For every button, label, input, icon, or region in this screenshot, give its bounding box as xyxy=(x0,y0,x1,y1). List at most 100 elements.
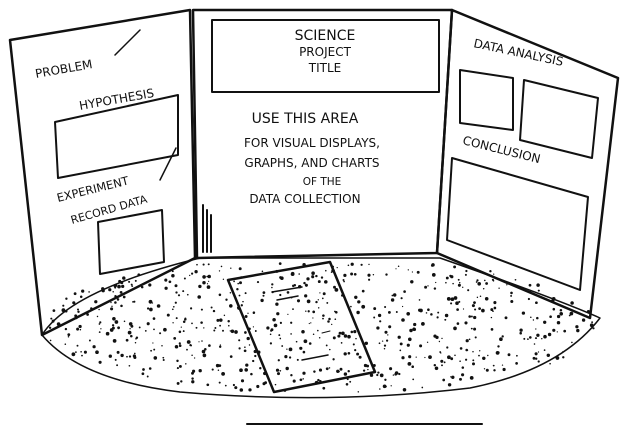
floor-speck xyxy=(344,334,348,338)
floor-speck xyxy=(426,312,428,314)
floor-speck xyxy=(465,270,467,272)
floor-speck xyxy=(535,337,537,339)
floor-speck xyxy=(256,385,259,388)
body-line-4: OF THE xyxy=(303,176,342,188)
floor-speck xyxy=(536,283,540,287)
floor-speck xyxy=(277,372,280,375)
floor-speck xyxy=(347,335,351,339)
floor-speck xyxy=(387,334,388,335)
floor-speck xyxy=(419,309,423,313)
floor-speck xyxy=(311,271,315,275)
floor-speck xyxy=(254,355,256,357)
floor-speck xyxy=(351,331,354,334)
floor-speck xyxy=(497,345,499,347)
title-line-1: SCIENCE xyxy=(295,28,356,44)
floor-speck xyxy=(544,349,546,351)
floor-speck xyxy=(461,373,464,376)
floor-speck xyxy=(473,328,476,331)
floor-speck xyxy=(471,316,473,318)
floor-speck xyxy=(240,388,244,392)
divider-slash xyxy=(115,30,140,55)
floor-speck xyxy=(279,294,281,296)
floor-speck xyxy=(270,342,272,344)
floor-speck xyxy=(53,309,56,312)
floor-speck xyxy=(65,343,67,345)
floor-speck xyxy=(176,360,178,362)
floor-speck xyxy=(247,337,250,340)
floor-speck xyxy=(530,317,532,319)
floor-speck xyxy=(341,331,345,335)
floor-speck xyxy=(305,310,306,311)
floor-speck xyxy=(307,300,311,304)
floor-speck xyxy=(451,297,455,301)
floor-speck xyxy=(117,285,121,289)
floor-speck xyxy=(353,343,355,345)
floor-speck xyxy=(293,380,296,383)
floor-speck xyxy=(245,315,248,318)
floor-speck xyxy=(367,369,368,370)
floor-speck xyxy=(191,273,193,275)
floor-speck xyxy=(492,310,494,312)
floor-speck xyxy=(231,330,235,334)
floor-speck xyxy=(81,355,83,357)
floor-speck xyxy=(408,338,412,342)
floor-speck xyxy=(296,341,298,343)
floor-speck xyxy=(432,273,436,277)
floor-speck xyxy=(476,281,478,283)
floor-speck xyxy=(101,287,104,290)
floor-speck xyxy=(427,285,428,286)
floor-speck xyxy=(223,279,224,280)
floor-speck xyxy=(77,311,79,313)
floor-speck xyxy=(519,332,522,335)
floor-speck xyxy=(280,322,282,324)
floor-speck xyxy=(403,290,406,293)
floor-speck xyxy=(402,306,403,307)
floor-speck xyxy=(112,317,116,321)
floor-speck xyxy=(163,328,167,332)
floor-speck xyxy=(489,270,491,272)
floor-speck xyxy=(494,307,497,310)
floor-speck xyxy=(279,370,281,372)
floor-speck xyxy=(292,308,294,310)
floor-speck xyxy=(305,284,308,287)
floor-speck xyxy=(510,295,512,297)
floor-speck xyxy=(453,327,457,331)
floor-speck xyxy=(434,364,436,366)
floor-speck xyxy=(126,339,129,342)
floor-speck xyxy=(465,274,467,276)
floor-speck xyxy=(72,301,75,304)
floor-speck xyxy=(148,283,151,286)
floor-speck xyxy=(456,308,459,311)
floor-speck xyxy=(496,351,500,355)
floor-speck xyxy=(173,306,175,308)
floor-speck xyxy=(184,277,186,279)
floor-speck xyxy=(343,279,345,281)
floor-speck xyxy=(211,306,213,308)
floor-speck xyxy=(395,371,399,375)
floor-speck xyxy=(468,315,471,318)
floor-speck xyxy=(221,372,225,376)
floor-speck xyxy=(191,372,194,375)
floor-speck xyxy=(447,355,451,359)
floor-speck xyxy=(221,266,223,268)
right-panel: DATA ANALYSIS CONCLUSION xyxy=(437,10,618,318)
problem-label: PROBLEM xyxy=(34,57,93,81)
floor-speck xyxy=(379,342,381,344)
floor-speck xyxy=(384,344,386,346)
floor-speck xyxy=(529,336,532,339)
floor-speck xyxy=(163,359,165,361)
floor-speck xyxy=(311,275,314,278)
floor-speck xyxy=(207,285,211,289)
floor-speck xyxy=(225,299,227,301)
floor-speck xyxy=(562,351,563,352)
floor-speck xyxy=(128,331,132,335)
floor-speck xyxy=(94,300,97,303)
floor-speck xyxy=(120,354,123,357)
floor-speck xyxy=(414,328,417,331)
floor-speck xyxy=(114,301,117,304)
floor-speck xyxy=(549,363,551,365)
floor-speck xyxy=(454,355,456,357)
floor-speck xyxy=(271,287,273,289)
floor-speck xyxy=(452,283,454,285)
